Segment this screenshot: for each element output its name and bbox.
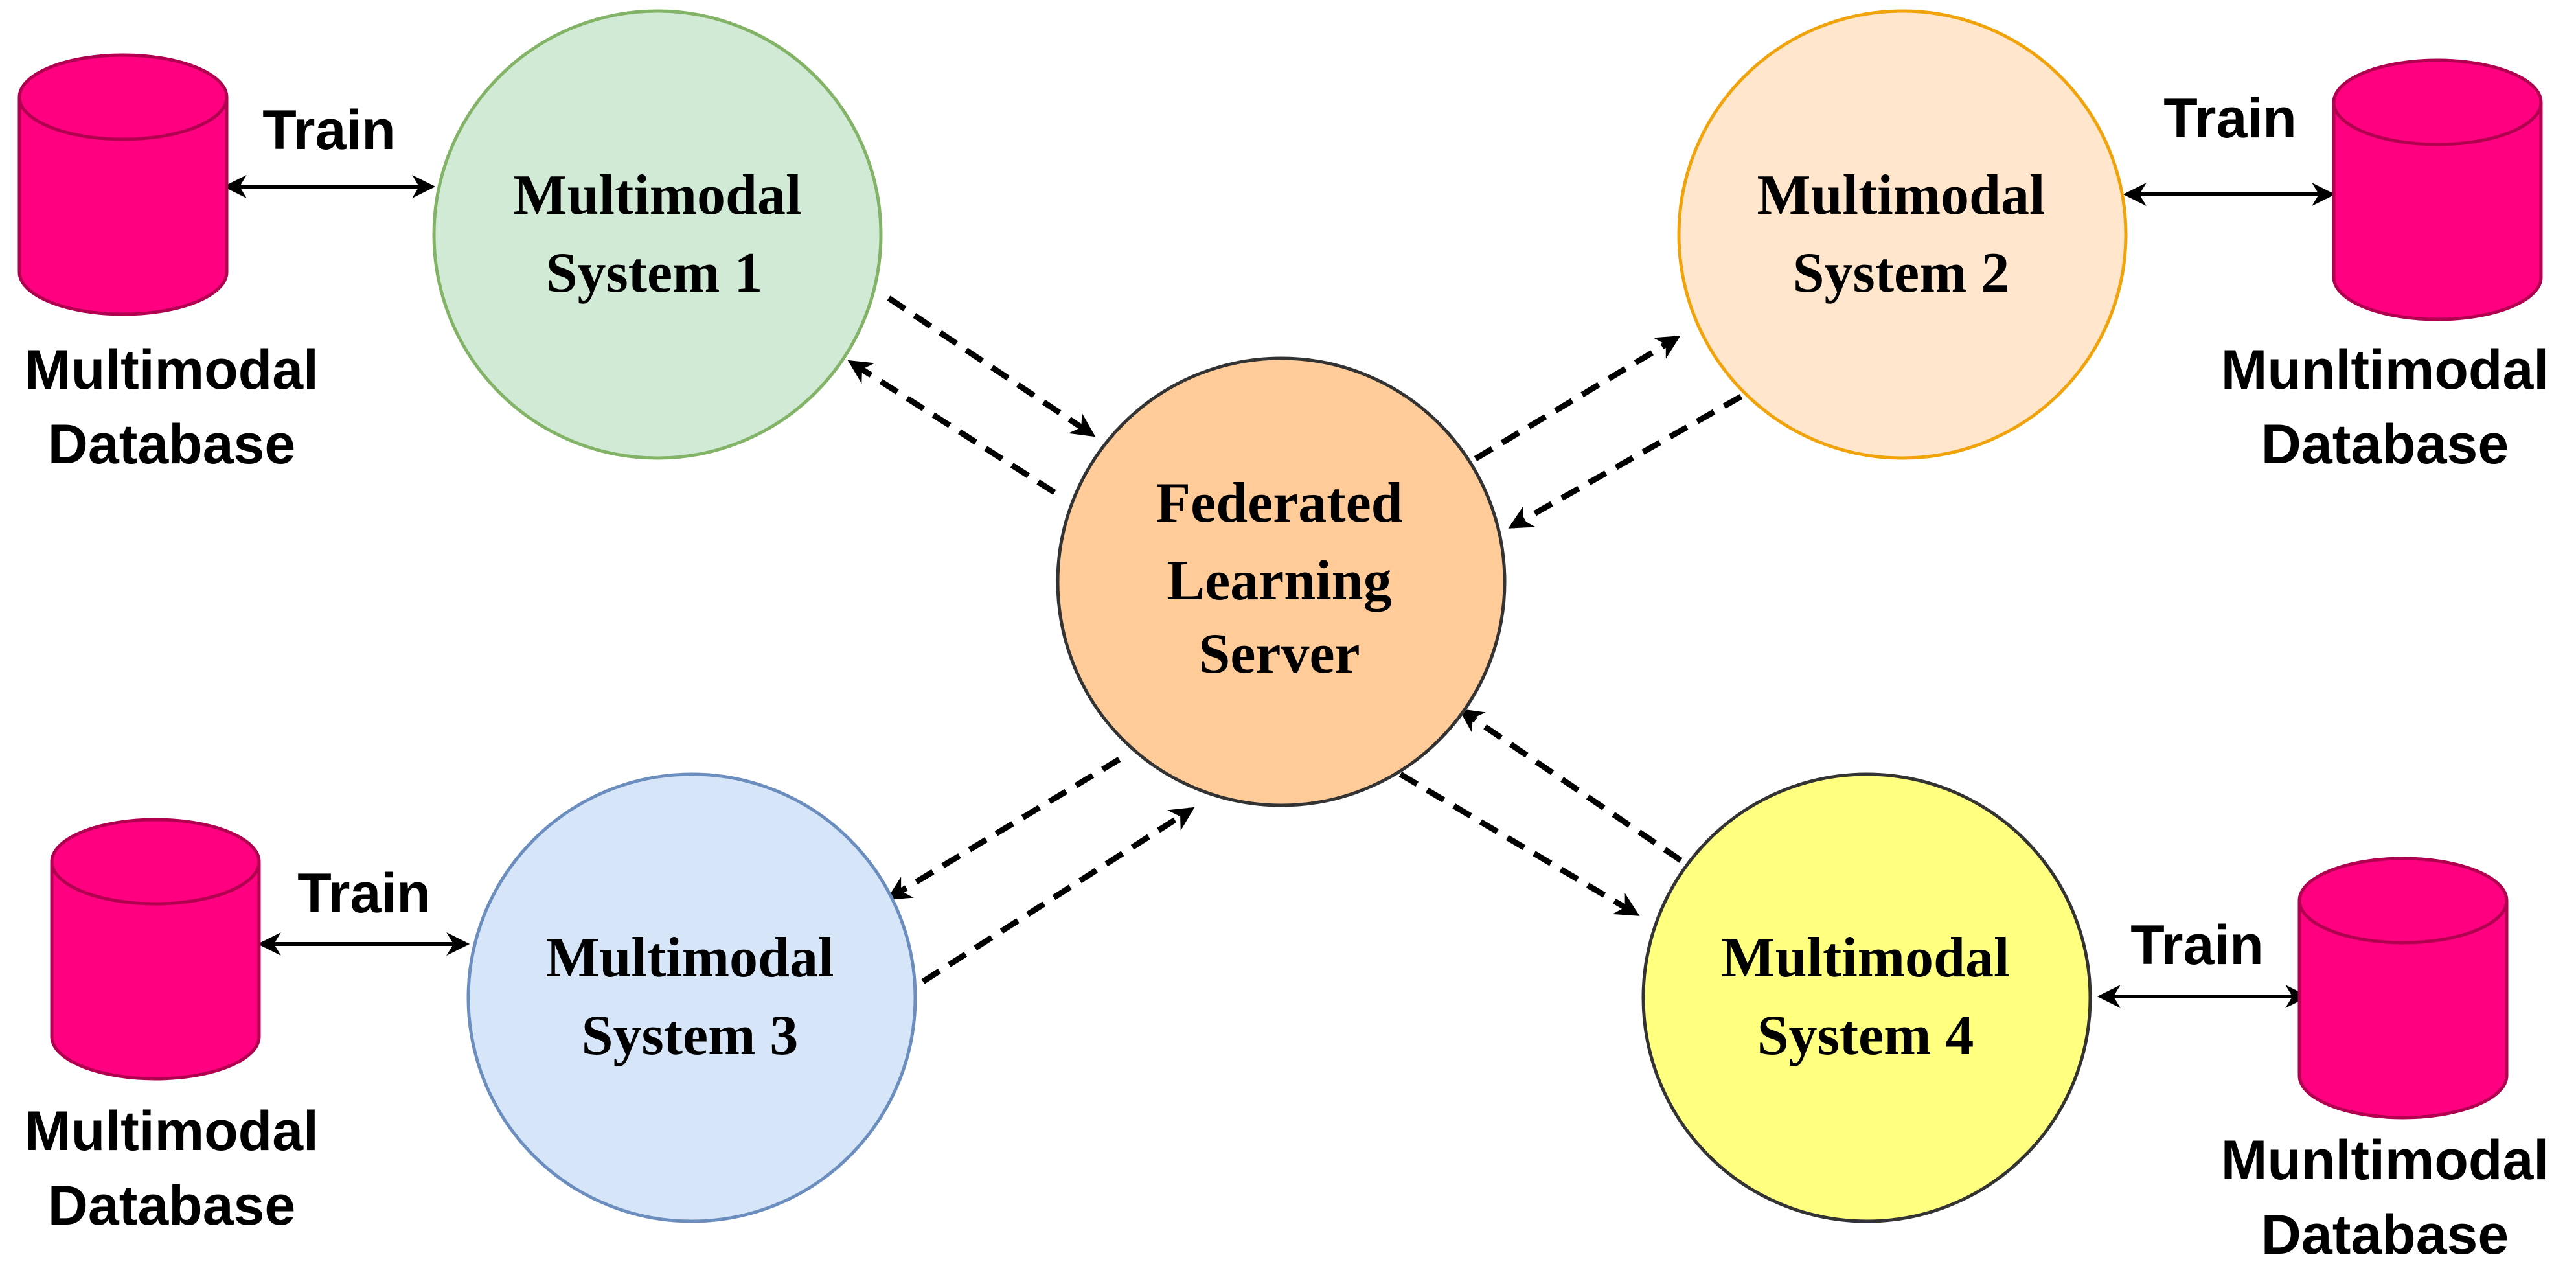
train-label-4: Train	[2130, 914, 2264, 976]
database-1-label-line-1: Multimodal	[25, 339, 319, 401]
system-1-label-line-2: System 1	[546, 242, 763, 305]
database-1-label-line-2: Database	[48, 413, 295, 476]
database-3-top	[50, 818, 261, 906]
train-label-2: Train	[2163, 87, 2297, 150]
system-1-label-line-1: Multimodal	[514, 164, 802, 227]
train-label-1: Train	[262, 99, 396, 161]
database-3-label-line-2: Database	[48, 1175, 295, 1237]
system-3-label-line-1: Multimodal	[546, 926, 834, 989]
arrow-system3-to-server	[921, 807, 1195, 984]
database-4-top	[2297, 857, 2509, 945]
database-2-body	[2332, 102, 2543, 321]
database-4-label-line-1: Munltimodal	[2221, 1129, 2549, 1191]
system-node-3: Multimodal System 3	[466, 772, 917, 1223]
arrow-server-to-system1	[847, 360, 1056, 495]
database-2-label-line-2: Database	[2261, 413, 2509, 476]
system-2-circle	[1677, 9, 2128, 460]
server-label-line-2: Learning	[1167, 549, 1391, 612]
database-2-top	[2332, 58, 2543, 146]
server-label-line-3: Server	[1198, 623, 1360, 685]
database-3-body	[50, 862, 261, 1081]
system-4-label-line-2: System 4	[1757, 1004, 1974, 1067]
arrow-system2-to-server	[1508, 394, 1743, 529]
arrow-server-to-system3	[886, 757, 1121, 900]
database-2-label-line-1: Munltimodal	[2221, 339, 2549, 401]
system-2-label-line-2: System 2	[1793, 242, 2010, 305]
database-cylinder-1	[17, 53, 229, 316]
train-labels: Train Train Train Train	[262, 87, 2297, 976]
system-node-2: Multimodal System 2	[1677, 9, 2128, 460]
exchange-arrows	[847, 295, 1743, 984]
system-3-label-line-2: System 3	[582, 1004, 799, 1067]
database-cylinder-2	[2332, 58, 2543, 321]
database-3-label-line-1: Multimodal	[25, 1100, 319, 1162]
system-node-1: Multimodal System 1	[432, 9, 883, 460]
train-label-3: Train	[297, 862, 431, 925]
database-1-top	[17, 53, 229, 141]
system-1-circle	[432, 9, 883, 460]
server-label-line-1: Federated	[1156, 472, 1402, 535]
system-4-label-line-1: Multimodal	[1722, 926, 2010, 989]
database-cylinder-4	[2297, 857, 2509, 1120]
arrow-server-to-system2	[1474, 336, 1681, 461]
train-arrows	[223, 175, 2336, 1008]
server-node: Federated Learning Server	[1056, 356, 1507, 807]
database-4-body	[2297, 901, 2509, 1120]
server-circle	[1056, 356, 1507, 807]
database-labels: Multimodal Database Munltimodal Database…	[25, 339, 2549, 1266]
system-2-label-line-1: Multimodal	[1757, 164, 2046, 227]
system-3-circle	[466, 772, 917, 1223]
database-cylinder-3	[50, 818, 261, 1081]
database-1-body	[17, 97, 229, 316]
arrow-system1-to-server	[887, 295, 1096, 437]
system-4-circle	[1641, 772, 2092, 1223]
system-node-4: Multimodal System 4	[1641, 772, 2092, 1223]
arrow-system4-to-server	[1458, 708, 1683, 863]
database-4-label-line-2: Database	[2261, 1204, 2509, 1266]
arrow-server-to-system4	[1398, 772, 1640, 916]
